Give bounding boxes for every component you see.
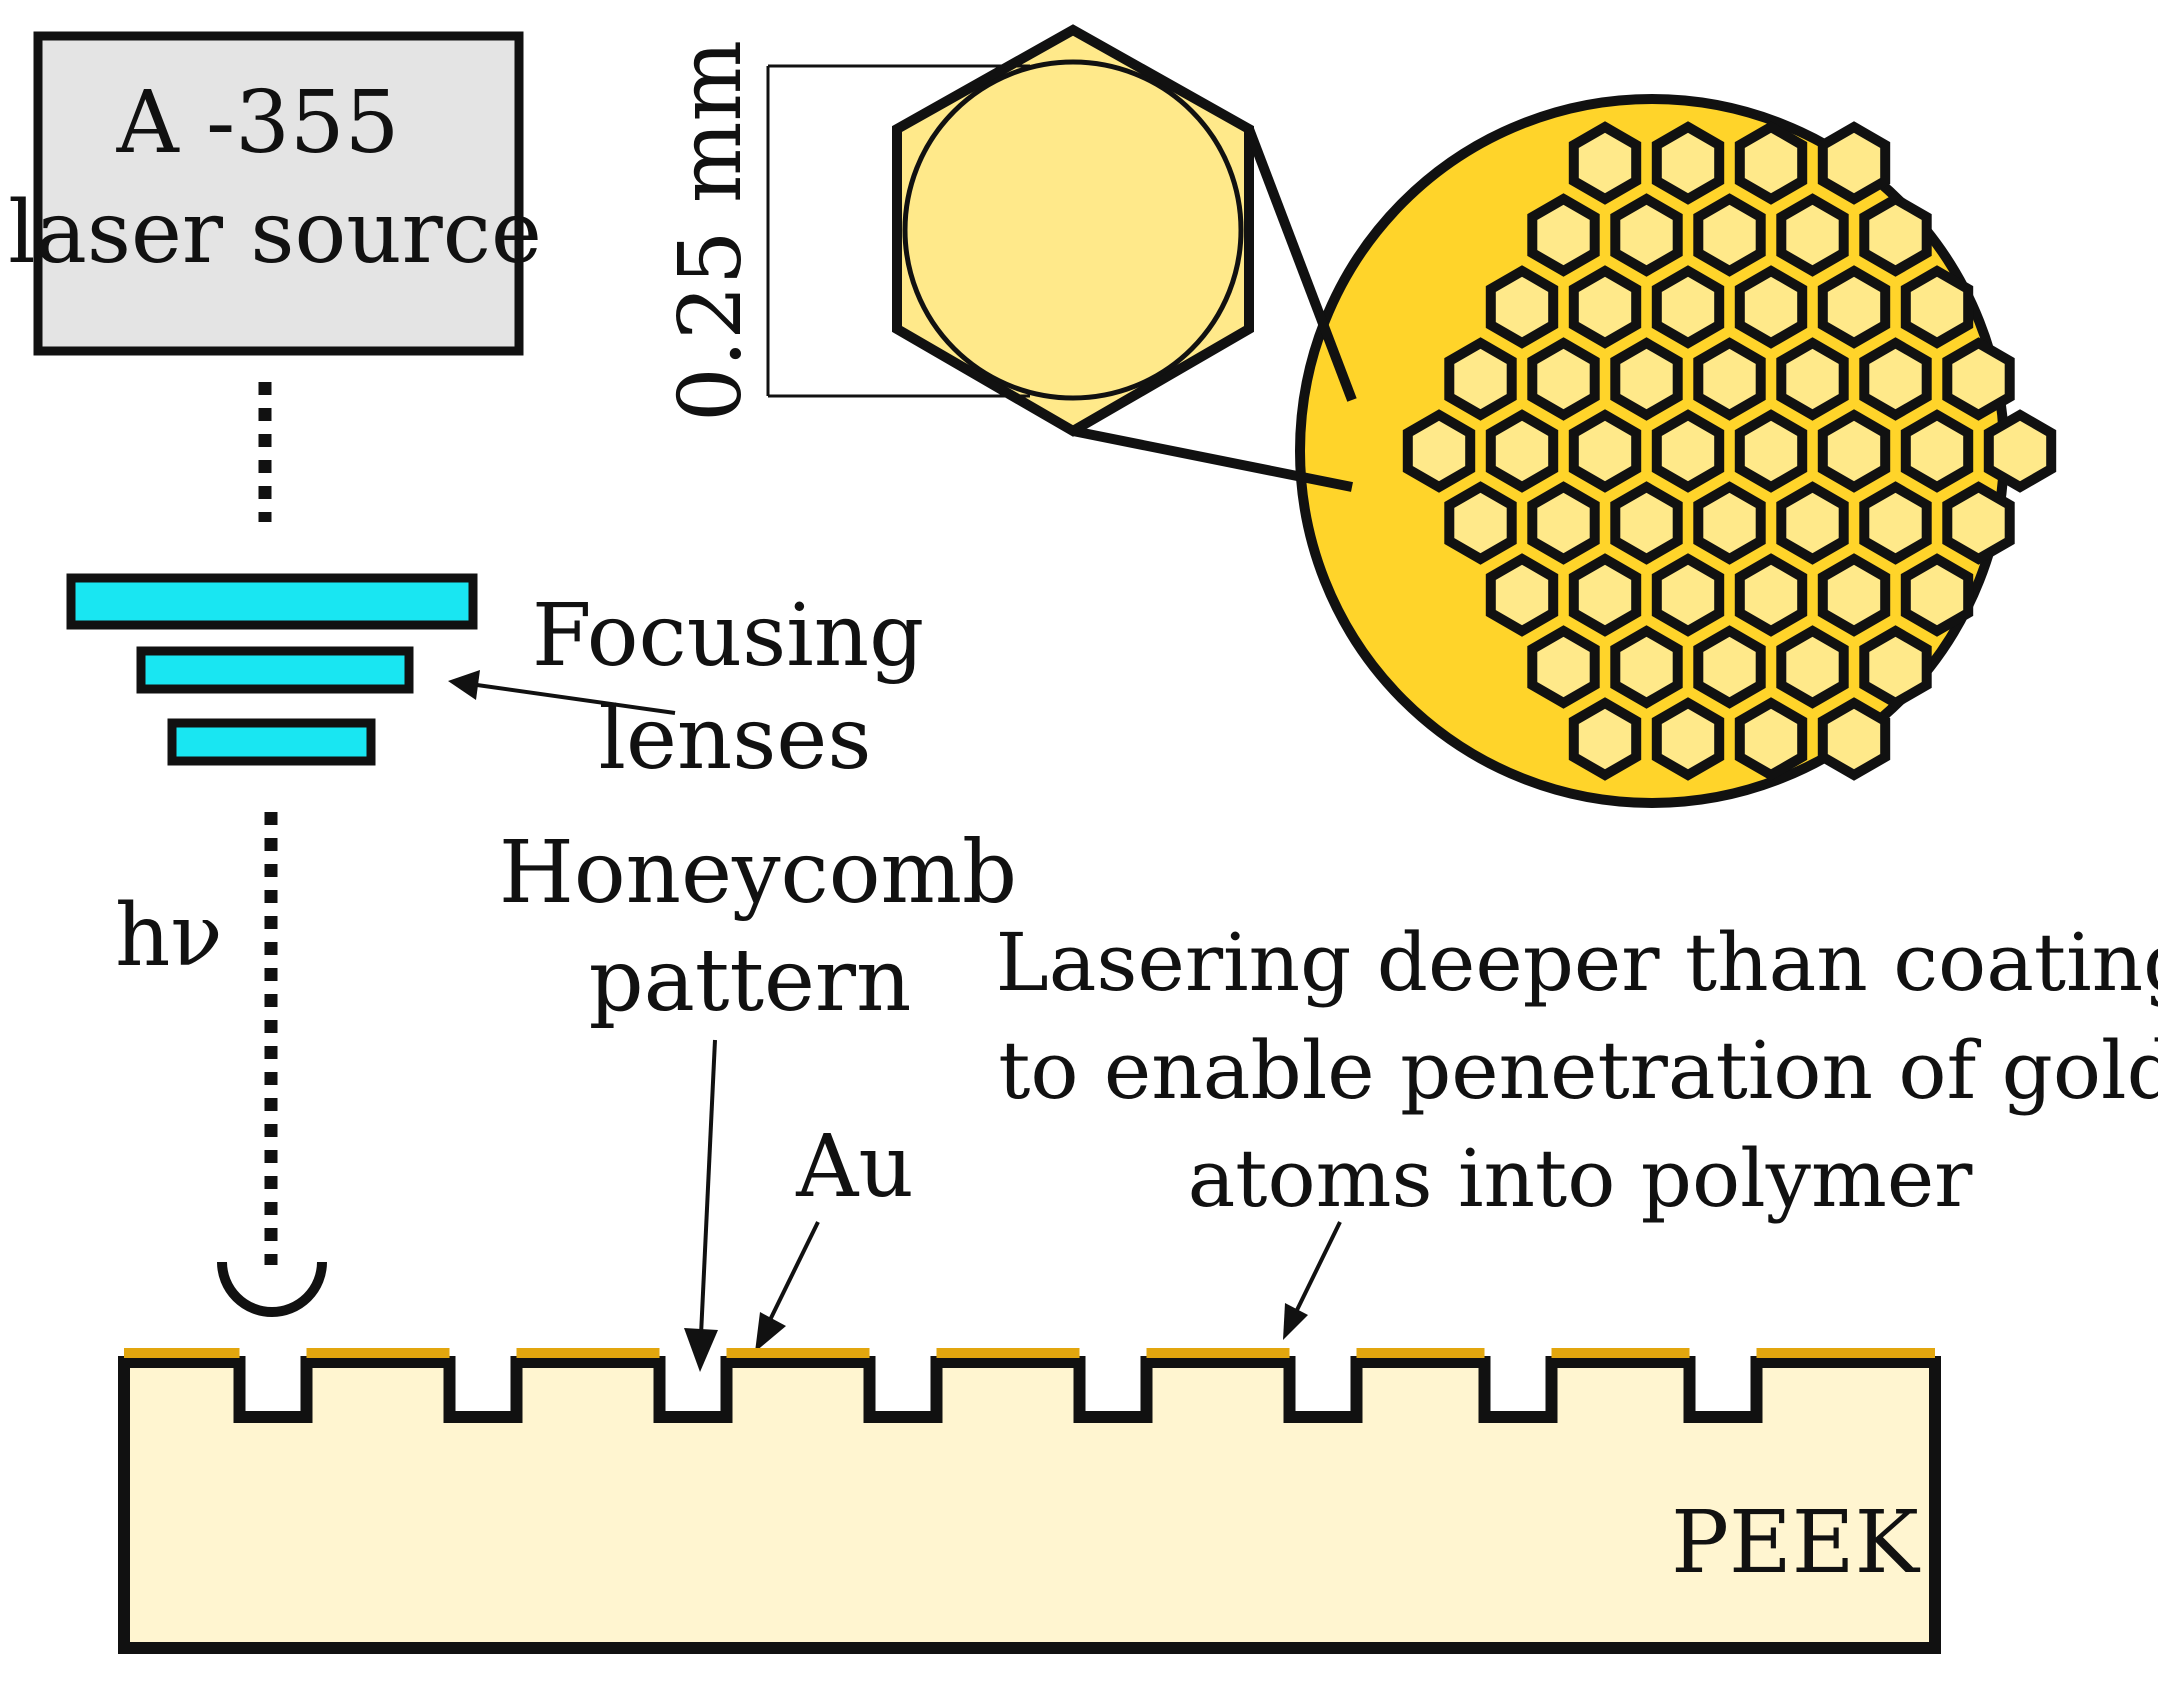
laser-source-caption: laser source [8, 183, 542, 283]
honeycomb-cell [1610, 625, 1683, 709]
honeycomb-cell [1859, 337, 1932, 421]
honeycomb-cell [1485, 409, 1559, 493]
honeycomb-cell [1693, 625, 1766, 709]
gold-coating-segment [124, 1348, 240, 1358]
honeycomb-cell [1651, 265, 1725, 349]
zoom-circle [902, 59, 1244, 401]
honeycomb-cell [1444, 337, 1517, 421]
gold-coating-segment [306, 1348, 450, 1358]
lenses-label-line1: Focusing [532, 586, 924, 686]
gold-coating-segment [726, 1348, 870, 1358]
honeycomb-cell [1527, 625, 1600, 709]
gold-label: Au [795, 1117, 914, 1217]
honeycomb-cell [1942, 337, 2015, 421]
honeycomb-cell [1527, 481, 1600, 565]
honeycomb-cell [1900, 265, 1974, 349]
peek-substrate-body [118, 1356, 1941, 1654]
honeycomb-cell [1859, 193, 1932, 277]
focusing-lenses [66, 573, 478, 766]
honeycomb-cell [1859, 481, 1932, 565]
honeycomb-cell [1776, 337, 1849, 421]
honeycomb-cell [1900, 553, 1974, 637]
honeycomb-cell [1817, 265, 1891, 349]
honeycomb-label-line2: pattern [589, 931, 912, 1031]
depth-note-line1: Lasering deeper than coating [996, 916, 2158, 1009]
zoom-connector-upper [1244, 127, 1357, 402]
lens-2 [136, 646, 414, 694]
gold-coating-segment [516, 1348, 660, 1358]
gold-coating-segment [1756, 1348, 1935, 1358]
lens-3 [167, 718, 376, 766]
depth-note-arrow [1283, 1221, 1342, 1340]
zoom-hexagon-detail [892, 24, 1357, 492]
honeycomb-cell [1776, 625, 1849, 709]
honeycomb-cell [1734, 121, 1808, 205]
honeycomb-cell [1527, 193, 1600, 277]
depth-note-line3: atoms into polymer [1188, 1132, 1974, 1225]
honeycomb-cell [1734, 697, 1808, 781]
honeycomb-cell [1817, 553, 1891, 637]
honeycomb-cell [1817, 121, 1891, 205]
honeycomb-disc [1295, 94, 2057, 808]
honeycomb-arrow [684, 1039, 718, 1372]
honeycomb-cell [1859, 625, 1932, 709]
laser-source-box [33, 31, 524, 356]
peek-substrate [118, 1348, 1941, 1654]
gold-coating-segment [1551, 1348, 1690, 1358]
honeycomb-cell [1734, 265, 1808, 349]
honeycomb-cell [1485, 553, 1559, 637]
honeycomb-cell [1651, 697, 1725, 781]
depth-note-line2: to enable penetration of gold [998, 1024, 2158, 1117]
gold-coating-segment [1356, 1348, 1485, 1358]
honeycomb-cell [1776, 481, 1849, 565]
honeycomb-cell [1817, 409, 1891, 493]
gold-coating [124, 1348, 1935, 1358]
honeycomb-cell [1610, 337, 1683, 421]
honeycomb-cell [1568, 697, 1642, 781]
focal-spot-cup [217, 1261, 327, 1317]
lens-1 [66, 573, 478, 630]
honeycomb-cell [1485, 265, 1559, 349]
gold-coating-segment [1146, 1348, 1290, 1358]
honeycomb-cell [1734, 553, 1808, 637]
honeycomb-cell [1610, 481, 1683, 565]
lenses-arrow [448, 670, 676, 715]
honeycomb-cell [1568, 553, 1642, 637]
honeycomb-cell [1568, 121, 1642, 205]
honeycomb-cell [1776, 193, 1849, 277]
honeycomb-cell [1444, 481, 1517, 565]
honeycomb-cell [1610, 193, 1683, 277]
gold-coating-segment [936, 1348, 1080, 1358]
lenses-label-line2: lenses [599, 689, 872, 789]
honeycomb-cell [1693, 193, 1766, 277]
honeycomb-cell [1734, 409, 1808, 493]
zoom-connector-lower [1072, 426, 1353, 492]
substrate-label: PEEK [1671, 1493, 1920, 1593]
honeycomb-cell [1651, 121, 1725, 205]
honeycomb-cell [1693, 337, 1766, 421]
laser-source: A -355 laser source [8, 31, 542, 356]
honeycomb-cell [1693, 481, 1766, 565]
gold-arrow [755, 1221, 820, 1352]
honeycomb-label-line1: Honeycomb [499, 823, 1017, 923]
honeycomb-cell [1900, 409, 1974, 493]
honeycomb-cell [1527, 337, 1600, 421]
honeycomb-cell [1402, 409, 1476, 493]
honeycomb-cell [1651, 553, 1725, 637]
beam-label: hν [115, 886, 223, 986]
honeycomb-cell [1817, 697, 1891, 781]
honeycomb-cell [1568, 265, 1642, 349]
laser-source-model: A -355 [116, 73, 400, 173]
honeycomb-cell [1651, 409, 1725, 493]
dimension-label: 0.25 mm [661, 40, 761, 422]
honeycomb-cells [1402, 121, 2057, 781]
honeycomb-cell [1942, 481, 2015, 565]
honeycomb-cell [1983, 409, 2057, 493]
dimension-bracket [766, 64, 1030, 398]
honeycomb-cell [1568, 409, 1642, 493]
